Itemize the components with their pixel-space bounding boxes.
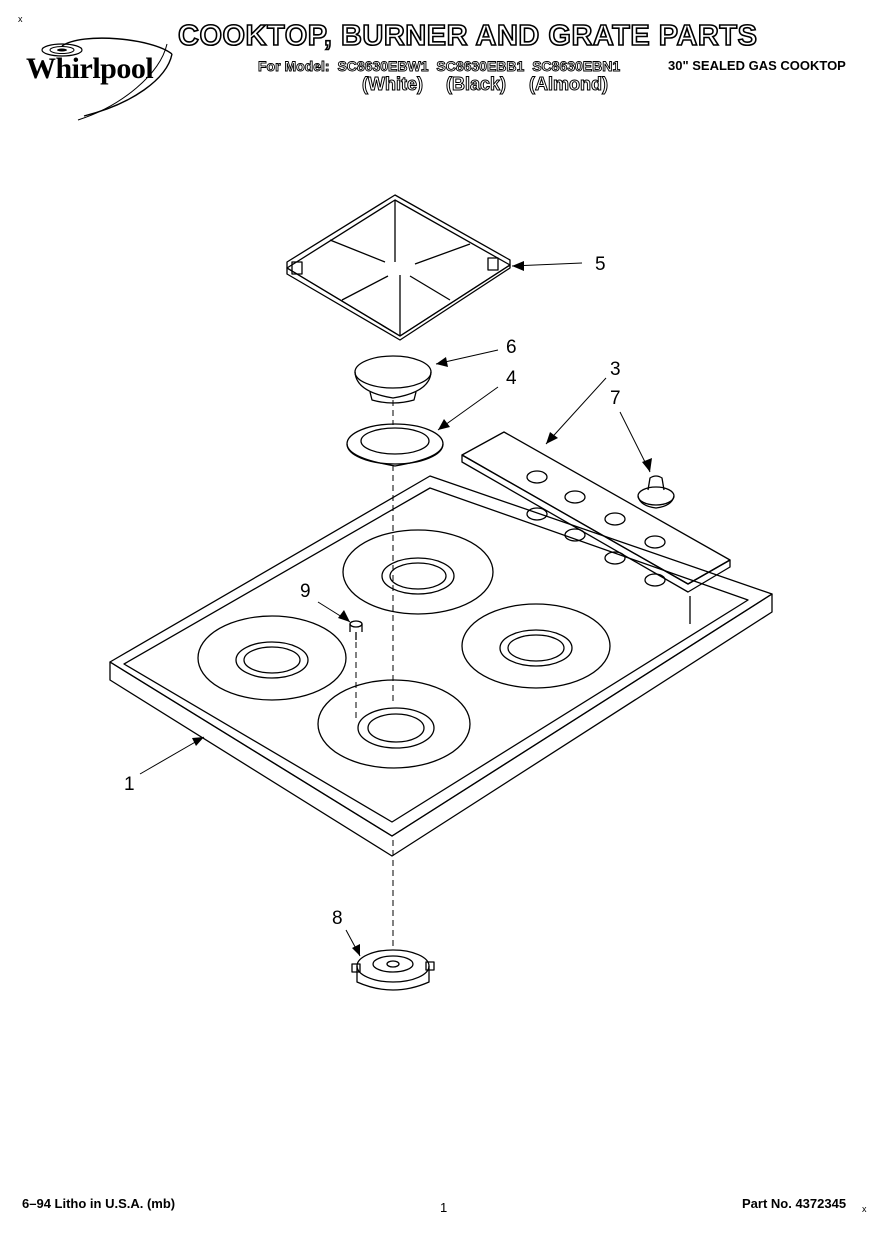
callout-9: 9 <box>300 581 311 602</box>
callout-3: 3 <box>610 359 621 380</box>
burner-ring-part <box>346 423 444 467</box>
registration-mark: x <box>862 1204 867 1214</box>
model-number: SC8630EBB1 <box>436 58 525 75</box>
model-prefix: For Model: <box>258 58 330 75</box>
callout-4: 4 <box>506 368 517 389</box>
callout-8: 8 <box>332 908 343 929</box>
grate-part <box>286 194 511 341</box>
color-variant: (Almond) <box>529 74 609 95</box>
part-number: Part No. 4372345 <box>742 1196 847 1211</box>
registration-mark: x <box>18 14 23 24</box>
control-knob-part <box>637 475 675 509</box>
color-variants: (White) (Black) (Almond) <box>362 74 626 95</box>
callout-1: 1 <box>124 774 135 795</box>
page-title: COOKTOP, BURNER AND GRATE PARTS <box>177 19 758 53</box>
color-variant: (White) <box>362 74 424 95</box>
screw-part <box>349 620 363 640</box>
color-variant: (Black) <box>445 74 507 95</box>
print-info: 6–94 Litho in U.S.A. (mb) <box>22 1196 176 1211</box>
model-number: SC8630EBW1 <box>337 58 429 75</box>
burner-cap-part <box>354 355 432 404</box>
callout-7: 7 <box>610 388 621 409</box>
whirlpool-logo <box>41 37 173 121</box>
callout-5: 5 <box>595 254 606 275</box>
callout-6: 6 <box>506 337 517 358</box>
model-line: For Model: SC8630EBW1 SC8630EBB1 SC8630E… <box>258 58 624 75</box>
model-number: SC8630EBN1 <box>532 58 621 75</box>
cooktop-part <box>109 431 773 857</box>
product-description: 30" SEALED GAS COOKTOP <box>668 58 846 73</box>
burner-base-part <box>351 949 435 991</box>
page-number: 1 <box>440 1200 448 1215</box>
brand-logo-text: Whirlpool <box>26 52 154 85</box>
